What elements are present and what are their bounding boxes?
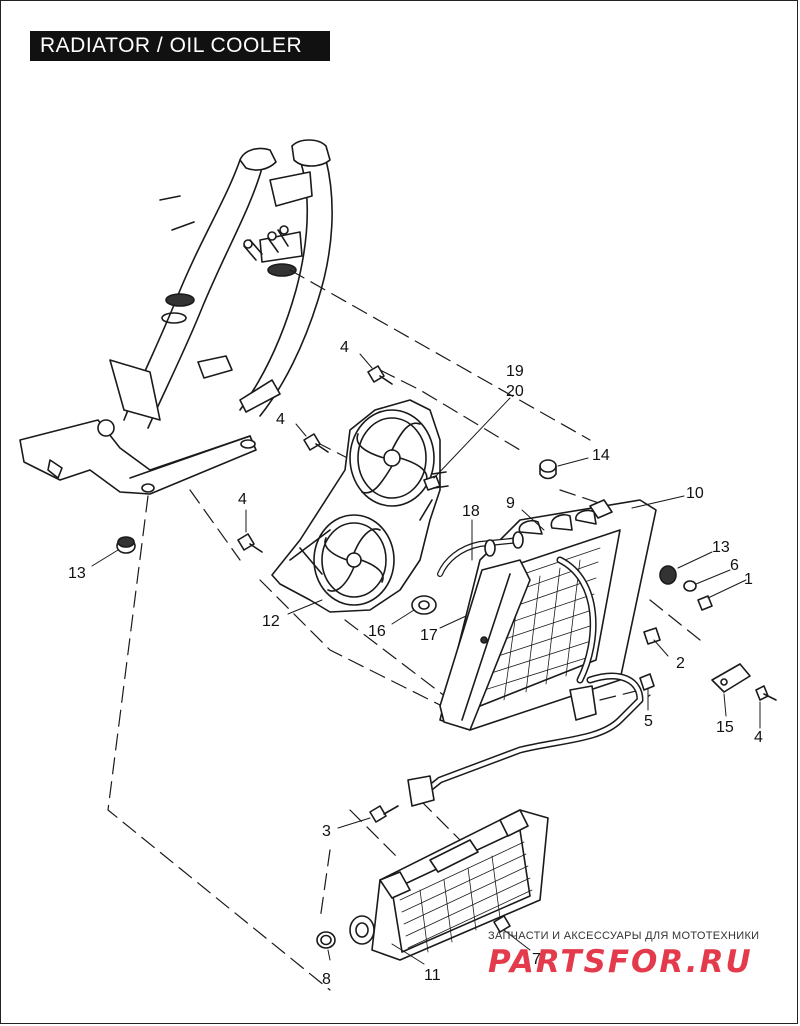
callout-7: 7 [532,951,541,968]
callout-10: 10 [686,485,704,502]
callout-4-mid: 4 [276,411,285,428]
callout-3: 3 [322,823,331,840]
o-ring-8 [316,931,336,949]
grommet-13 [116,536,136,554]
callout-18: 18 [462,503,480,520]
watermark-tagline: ЗАПЧАСТИ И АКСЕССУАРЫ ДЛЯ МОТОТЕХНИКИ [488,930,760,942]
callout-13-right: 13 [712,539,730,556]
callout-16: 16 [368,623,386,640]
frame-assembly [19,139,333,495]
callout-11: 11 [424,967,441,984]
callout-12: 12 [262,613,280,630]
fan-assembly [271,399,449,613]
watermark-logo: PARTSFOR.RU [488,944,753,980]
callout-6: 6 [730,557,739,574]
callout-leaders [91,353,761,965]
callout-9: 9 [506,495,515,512]
callout-19: 19 [506,363,524,380]
callout-15: 15 [716,719,734,736]
oil-cooler [349,809,549,961]
nut-7 [493,915,511,933]
radiator-assembly [407,459,751,807]
callout-1: 1 [744,571,753,588]
bolts-4 [237,365,777,701]
page-title: RADIATOR / OIL COOLER [30,31,330,61]
bolt-3 [369,805,399,823]
callout-8: 8 [322,971,331,988]
callout-2: 2 [676,655,685,672]
callout-labels: 1 2 3 4 4 4 4 5 6 7 8 9 10 11 12 13 13 1… [68,339,763,988]
callout-14: 14 [592,447,610,464]
callout-4-top: 4 [340,339,349,356]
callout-20: 20 [506,383,524,400]
callout-4-left: 4 [238,491,247,508]
callout-13-left: 13 [68,565,86,582]
callout-4-right: 4 [754,729,763,746]
callout-5: 5 [644,713,653,730]
grommet-16 [411,595,437,615]
callout-17: 17 [420,627,438,644]
